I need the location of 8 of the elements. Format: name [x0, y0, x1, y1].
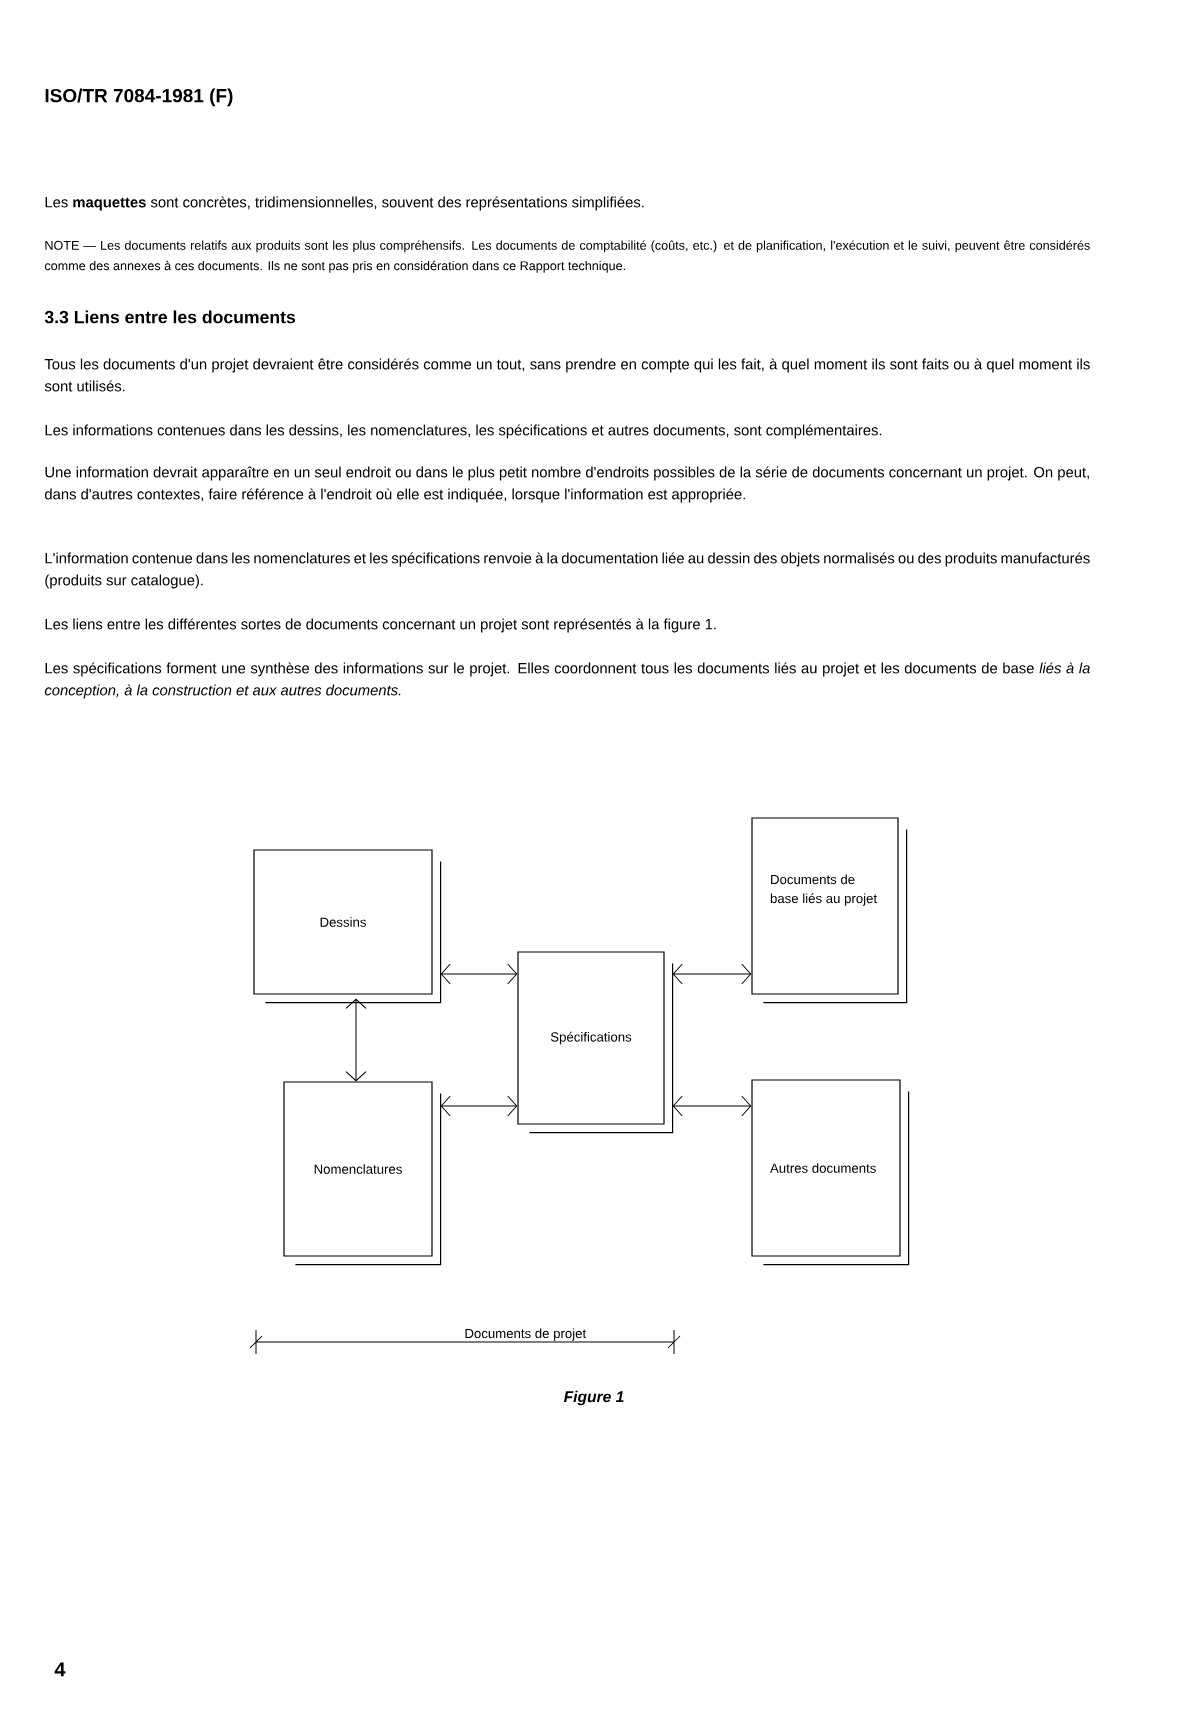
double-arrow	[672, 963, 752, 985]
double-arrow	[672, 1095, 752, 1117]
section-heading: 3.3 Liens entre les documents	[44, 310, 296, 324]
document-header: ISO/TR 7084-1981 (F)	[45, 88, 233, 107]
double-arrow	[440, 1095, 518, 1117]
double-arrow	[440, 963, 518, 985]
double-arrow	[345, 998, 367, 1082]
page-number: 4	[54, 1662, 66, 1677]
